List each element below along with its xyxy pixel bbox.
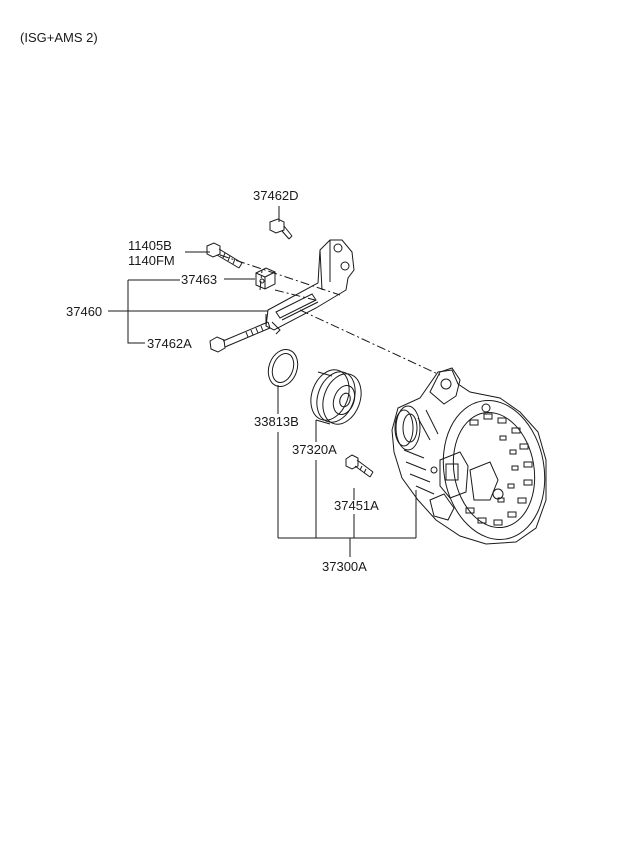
bolt-37462a	[209, 321, 271, 353]
bolt-11405b	[206, 242, 243, 269]
pulley-37320a	[310, 369, 362, 425]
label-37451a: 37451A	[334, 498, 379, 513]
label-1140fm: 1140FM	[128, 253, 175, 268]
variant-note: (ISG+AMS 2)	[20, 30, 98, 45]
alternator-37300a	[391, 367, 547, 545]
spacer-37463	[255, 267, 276, 290]
bolt-37462d	[269, 218, 293, 240]
label-11405b: 11405B	[128, 238, 172, 253]
label-37463: 37463	[181, 272, 218, 287]
label-37300a: 37300A	[322, 559, 367, 574]
leader-lines	[108, 206, 417, 557]
bolt-37451a	[345, 454, 374, 478]
label-37462d: 37462D	[253, 188, 299, 203]
bracket-37460	[265, 239, 355, 335]
label-37320a: 37320A	[292, 442, 337, 457]
seal-ring-33813b	[267, 349, 299, 387]
label-37460: 37460	[66, 304, 103, 319]
label-33813b: 33813B	[254, 414, 299, 429]
label-37462a: 37462A	[147, 336, 192, 351]
